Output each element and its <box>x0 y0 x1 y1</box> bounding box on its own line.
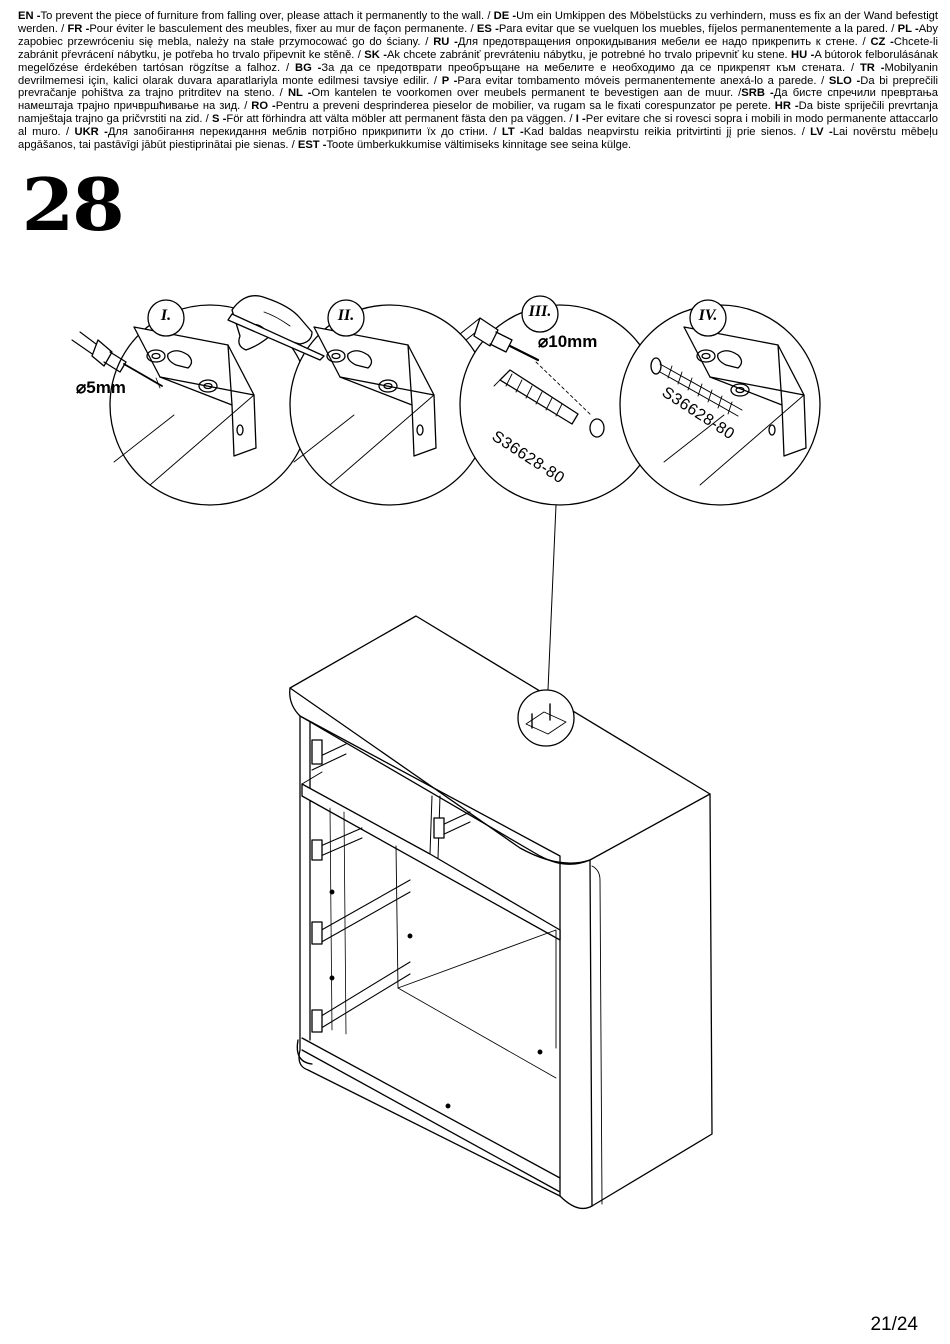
language-code: FR - <box>67 22 90 35</box>
callout-1-drill-5mm <box>71 299 311 506</box>
warning-text: Para evitar tombamento móveis permanente… <box>457 74 829 87</box>
warning-text: Chcete-li zabránit převrácení nábytku, j… <box>18 35 938 61</box>
callout-1-label: I. <box>160 307 172 324</box>
language-code: I - <box>575 113 586 126</box>
warning-text: Aby zapobiec przewróceniu się mebla, nal… <box>18 22 938 48</box>
warning-text: Ak chcete zabrániť prevráteniu nábytku, … <box>386 48 792 61</box>
language-code: UKR - <box>74 126 108 139</box>
warning-text: Per evitare che si rovesci sopra i mobil… <box>18 113 938 139</box>
warning-text: A bútorok felborulásának megelőzése érde… <box>18 48 939 74</box>
language-code: RO - <box>251 100 276 113</box>
warning-text: To prevent the piece of furniture from f… <box>40 10 494 22</box>
warning-text: Pour éviter le basculement des meubles, … <box>89 22 477 35</box>
callout-1-drill-size: ⌀5mm <box>76 378 126 397</box>
language-code: PL - <box>897 22 919 35</box>
language-code: S - <box>211 113 227 126</box>
callout-3-drill-10mm-dowel <box>459 295 661 506</box>
warning-text: För att förhindra att välta möbler att p… <box>226 113 576 126</box>
language-code: BG - <box>295 61 322 74</box>
callout-2-pencil-mark <box>227 295 491 506</box>
warning-text: Для запобігання перекидання меблів потрі… <box>107 126 502 139</box>
warning-text: Om kantelen te voorkomen over meubels pe… <box>311 87 742 100</box>
warning-text: Да бисте спречили превртања намештаја тр… <box>18 87 938 113</box>
language-code: LV - <box>810 126 833 139</box>
language-code: P - <box>441 74 458 87</box>
wall-anchor-warning: EN -To prevent the piece of furniture fr… <box>18 10 938 152</box>
warning-text: Um ein Umkippen des Möbelstücks zu verhi… <box>18 10 939 35</box>
language-code: DE - <box>493 10 517 22</box>
warning-text: За да се предотврати преобръщане на мебе… <box>321 61 860 74</box>
warning-text: Pentru a preveni desprinderea pieselor d… <box>275 100 775 113</box>
language-code: SK - <box>364 48 387 61</box>
cabinet-drawing <box>289 615 713 1210</box>
language-code: ES - <box>476 22 499 35</box>
callout-3-drill-size: ⌀10mm <box>538 332 598 351</box>
language-code: SRB - <box>741 87 774 100</box>
step-number: 28 <box>21 162 125 247</box>
warning-text: Для предотвращения опрокидывания мебели … <box>457 35 871 48</box>
language-code: CZ - <box>870 35 894 48</box>
language-code: HU - <box>791 48 815 61</box>
warning-text: Toote ümberkukkumise vältimiseks kinnita… <box>326 139 632 152</box>
callout-4-label: IV. <box>698 307 718 324</box>
language-code: EN - <box>18 10 41 22</box>
language-code: EST - <box>297 139 327 152</box>
language-code: RU - <box>433 35 458 48</box>
language-code: TR - <box>859 61 885 74</box>
language-code: LT - <box>501 126 524 139</box>
warning-text: Da bi preprečili prevračanje pohištva za… <box>18 74 938 100</box>
callout-3-label: III. <box>528 303 552 320</box>
warning-text: Para evitar que se vuelquen los muebles,… <box>498 22 898 35</box>
callout-2-label: II. <box>337 307 355 324</box>
warning-text: Mobilyanin devrilmemesi için, kalici ola… <box>18 61 938 87</box>
language-code: SLO - <box>828 74 861 87</box>
warning-text: Kad baldas neapvirstu reikia pritvirtint… <box>523 126 811 139</box>
callout-4-screw <box>619 299 821 506</box>
language-code: NL - <box>287 87 312 100</box>
warning-text: Da biste spriječili prevrtanja namještaj… <box>18 100 938 126</box>
language-code: HR - <box>774 100 799 113</box>
warning-text: Lai novērstu mēbeļu apgāšanos, tai pastā… <box>18 126 938 152</box>
page-number: 21/24 <box>870 1314 918 1335</box>
